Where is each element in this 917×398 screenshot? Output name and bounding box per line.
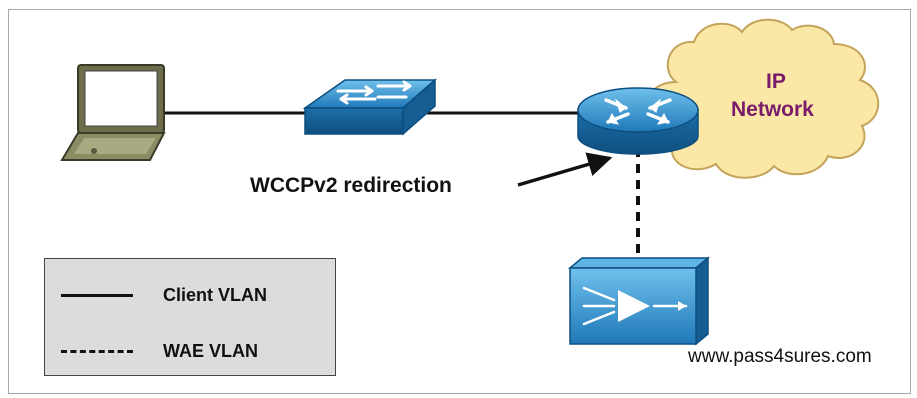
dashed-line-swatch (61, 350, 133, 353)
cloud-label-line1: IP (766, 70, 786, 93)
redirection-arrow (517, 152, 613, 187)
legend-item-client-vlan: Client VLAN (45, 281, 335, 311)
legend-item-wae-vlan: WAE VLAN (45, 337, 335, 367)
legend-label: Client VLAN (163, 285, 268, 305)
router-icon (577, 87, 699, 155)
wae-icon (567, 256, 711, 346)
switch-icon (302, 78, 437, 136)
legend: Client VLAN WAE VLAN (44, 258, 336, 376)
wccp-redirection-label: WCCPv2 redirection (250, 174, 452, 197)
laptop-icon (60, 64, 166, 161)
cloud-label-line2: Network (731, 98, 814, 121)
solid-line-swatch (61, 294, 133, 297)
legend-label: WAE VLAN (163, 341, 259, 361)
watermark-text: www.pass4sures.com (688, 346, 872, 367)
